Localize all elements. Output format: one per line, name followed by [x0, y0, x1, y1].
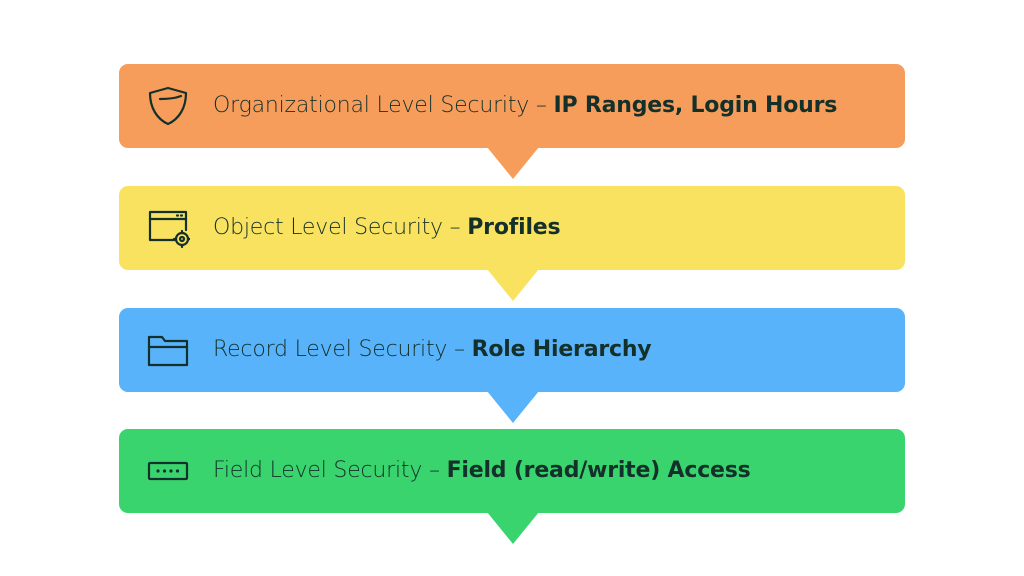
tier-detail: Profiles: [467, 215, 561, 240]
tier-text: Organizational Level Security – IP Range…: [213, 64, 837, 148]
tier-label: Object Level Security: [213, 215, 443, 240]
tier-separator: –: [422, 458, 447, 483]
folder-icon: [146, 328, 190, 372]
tier-organizational-level: Organizational Level Security – IP Range…: [119, 64, 905, 179]
tier-record-level: Record Level Security – Role Hierarchy: [119, 308, 905, 423]
tier-detail: Role Hierarchy: [471, 337, 652, 362]
password-field-icon: [146, 449, 190, 493]
tier-separator: –: [529, 93, 554, 118]
tier-detail: Field (read/write) Access: [446, 458, 751, 483]
tier-text: Object Level Security – Profiles: [213, 186, 561, 270]
tier-object-level: Object Level Security – Profiles: [119, 186, 905, 301]
tier-separator: –: [447, 337, 472, 362]
tier-text: Field Level Security – Field (read/write…: [213, 429, 751, 513]
tier-label: Record Level Security: [213, 337, 448, 362]
tier-separator: –: [442, 215, 468, 240]
window-gear-icon: [146, 206, 190, 250]
tier-field-level: Field Level Security – Field (read/write…: [119, 429, 905, 544]
shield-icon: [146, 84, 190, 128]
tier-text: Record Level Security – Role Hierarchy: [213, 308, 652, 392]
tier-detail: IP Ranges, Login Hours: [553, 93, 838, 118]
tier-label: Organizational Level Security: [213, 93, 530, 118]
tier-label: Field Level Security: [213, 458, 423, 483]
